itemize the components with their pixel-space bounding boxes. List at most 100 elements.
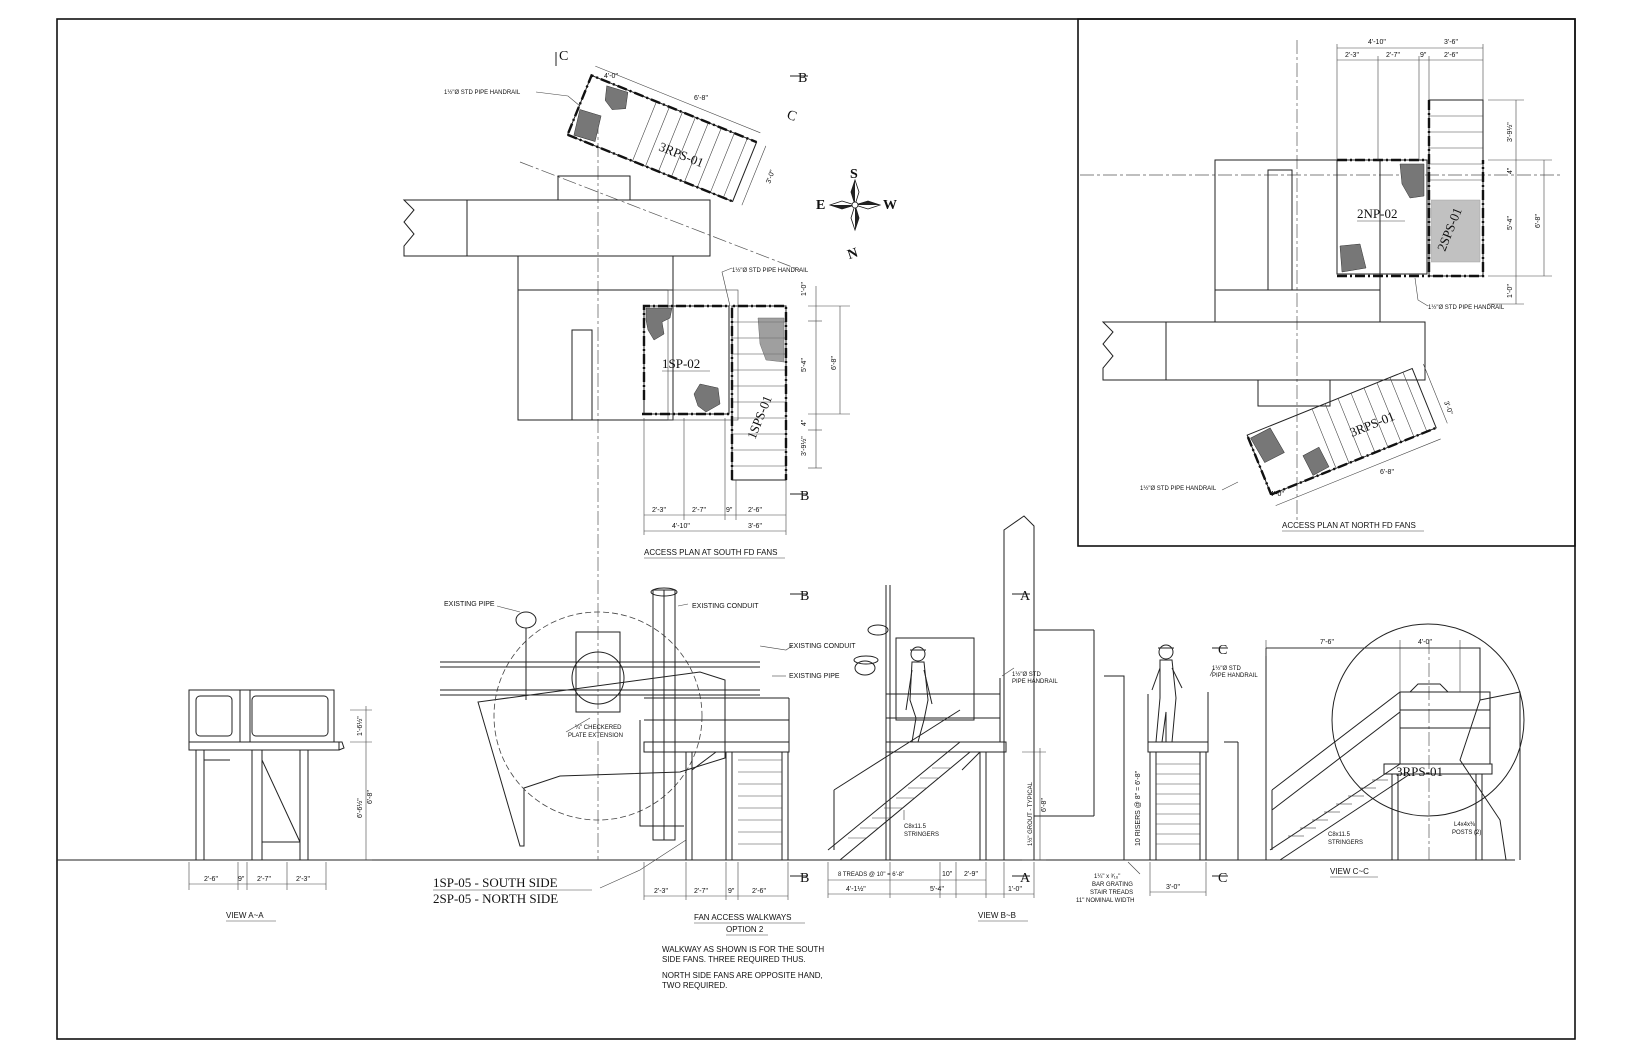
dim-4in-south: 4" xyxy=(801,419,808,426)
dim-4-0-cc: 4'-0" xyxy=(1418,639,1432,646)
dim-9in-fan: 9" xyxy=(728,888,735,895)
existing-conduit-callout-right: EXISTING CONDUIT xyxy=(789,643,856,650)
dim-6-8-north-b: 6'-8" xyxy=(1380,469,1394,476)
dim-4in-north: 4" xyxy=(1507,167,1514,174)
handrail-callout-cc-a: 1½"Ø STD xyxy=(1212,665,1241,672)
dim-3-6-south: 3'-6" xyxy=(748,523,762,530)
dim-2-3-fan: 2'-3" xyxy=(654,888,668,895)
section-mark-c-upper: C xyxy=(1218,643,1227,658)
dim-2-6-north: 2'-6" xyxy=(1444,52,1458,59)
section-mark-b-top: B xyxy=(798,71,807,86)
sp05-north-label: 2SP-05 - NORTH SIDE xyxy=(433,891,558,906)
dim-6-8v-aa: 6'-8" xyxy=(367,790,374,804)
handrail-callout-top: 1½"Ø STD PIPE HANDRAIL xyxy=(444,89,521,96)
compass-rose: S W E N xyxy=(816,167,897,263)
dim-2-7-aa: 2'-7" xyxy=(257,876,271,883)
view-bb: 1½"Ø STD PIPE HANDRAIL C8x11.5 STRINGERS… xyxy=(827,515,1095,922)
fan-access-title: FAN ACCESS WALKWAYS xyxy=(694,913,792,922)
note-line-1b: SIDE FANS. THREE REQUIRED THUS. xyxy=(662,955,806,964)
dim-2-6-south: 2'-6" xyxy=(748,507,762,514)
handrail-callout-north-top: 1½"Ø STD PIPE HANDRAIL xyxy=(1428,304,1505,311)
view-cc-label: VIEW C~C xyxy=(1330,867,1369,876)
fan-access-option: OPTION 2 xyxy=(726,925,764,934)
note-line-1a: WALKWAY AS SHOWN IS FOR THE SOUTH xyxy=(662,945,824,954)
section-mark-a-top: A xyxy=(1020,589,1031,604)
view-cc-stair-side: 1½"Ø STD PIPE HANDRAIL 10 RISERS @ 8" = … xyxy=(1076,643,1258,904)
checkered-plate-callout-b: PLATE EXTENSION xyxy=(568,733,623,739)
dim-5-4-north: 5'-4" xyxy=(1507,216,1514,230)
handrail-callout-south: 1½"Ø STD PIPE HANDRAIL xyxy=(732,267,809,274)
posts-callout-b: POSTS (2) xyxy=(1452,830,1481,836)
dim-3-6-north: 3'-6" xyxy=(1444,39,1458,46)
title-north-plan: ACCESS PLAN AT NORTH FD FANS xyxy=(1282,521,1416,530)
handrail-callout-cc-b: PIPE HANDRAIL xyxy=(1212,673,1258,679)
dim-2-3-south: 2'-3" xyxy=(652,507,666,514)
view-aa: 2'-6" 9" 2'-7" 2'-3" 1'-6½" 6'-6½" 6'-8"… xyxy=(188,689,374,922)
platform-label-2np02: 2NP-02 xyxy=(1357,206,1397,221)
platform-label-3rps01-elev: 3RPS-01 xyxy=(1396,764,1443,779)
grating-callout-a: 1¼" x ³⁄₁₆" xyxy=(1094,874,1120,880)
dim-10in-bb: 10" xyxy=(942,871,953,878)
grating-callout-b: BAR GRATING xyxy=(1092,882,1133,888)
dim-7-6-cc: 7'-6" xyxy=(1320,639,1334,646)
dim-2-7-south: 2'-7" xyxy=(692,507,706,514)
dim-2-3-north: 2'-3" xyxy=(1345,52,1359,59)
dim-3-0-cc: 3'-0" xyxy=(1166,884,1180,891)
dim-2-6-fan: 2'-6" xyxy=(752,888,766,895)
dim-3-9h-south: 3'-9½" xyxy=(800,436,808,456)
platform-label-1sp02: 1SP-02 xyxy=(662,356,700,371)
stringers-callout-bb-b: STRINGERS xyxy=(904,832,939,838)
dim-6-8-north: 6'-8" xyxy=(1535,214,1542,228)
dim-9in-aa: 9" xyxy=(238,876,245,883)
section-mark-b-bottom: B xyxy=(800,489,809,504)
stringers-callout-cc-b: STRINGERS xyxy=(1328,840,1363,846)
grating-callout-c: STAIR TREADS xyxy=(1090,890,1133,896)
handrail-callout-north-bottom: 1½"Ø STD PIPE HANDRAIL xyxy=(1140,485,1217,492)
compass-s: S xyxy=(850,167,858,182)
grout-callout: 1½" GROUT - TYPICAL xyxy=(1027,781,1034,846)
stringers-callout-cc-a: C8x11.5 xyxy=(1328,832,1351,838)
dim-3-0-north: 3'-0" xyxy=(1442,400,1454,416)
north-access-plan: 2NP-02 2SPS-01 1½"Ø STD PIPE HANDRAIL 4'… xyxy=(1101,39,1552,532)
section-mark-b-low: B xyxy=(800,871,809,886)
stringers-callout-bb-a: C8x11.5 xyxy=(904,824,927,830)
dim-4-0-top: 4'-0" xyxy=(604,73,618,80)
dim-6-8-south: 6'-8" xyxy=(831,356,838,370)
dim-9in-south: 9" xyxy=(726,507,733,514)
dim-6-6h-aa: 6'-6½" xyxy=(356,798,364,818)
treads-callout: 8 TREADS @ 10" = 6'-8" xyxy=(838,872,904,878)
south-access-plan: 1SP-02 1SPS-01 1½"Ø STD PIPE HANDRAIL xyxy=(402,71,850,559)
compass-w: W xyxy=(883,198,897,213)
dim-5-4-bb: 5'-4" xyxy=(930,886,944,893)
view-bb-label: VIEW B~B xyxy=(978,911,1016,920)
handrail-callout-bb-a: 1½"Ø STD xyxy=(1012,671,1041,678)
view-aa-label: VIEW A~A xyxy=(226,911,264,920)
dim-1-0-north: 1'-0" xyxy=(1507,284,1514,298)
dim-2-7-fan: 2'-7" xyxy=(694,888,708,895)
section-mark-c-lower: C xyxy=(1218,871,1227,886)
centerlines xyxy=(519,40,1560,860)
section-mark-b-mid: B xyxy=(800,589,809,604)
checkered-plate-callout-a: ¼" CHECKERED xyxy=(575,725,622,731)
fan-access-elevation: EXISTING PIPE EXISTING CONDUIT EXISTING … xyxy=(433,587,889,990)
platform-label-3rps01-top: 3RPS-01 xyxy=(657,139,706,171)
sp05-south-label: 1SP-05 - SOUTH SIDE xyxy=(433,875,558,890)
grating-callout-d: 11" NOMINAL WIDTH xyxy=(1076,898,1134,904)
risers-callout: 10 RISERS @ 8" = 6'-8" xyxy=(1135,770,1142,846)
dim-5-4-south: 5'-4" xyxy=(801,358,808,372)
compass-n: N xyxy=(846,246,860,263)
dim-1-0-south: 1'-0" xyxy=(801,282,808,296)
dim-3-9h-north: 3'-9½" xyxy=(1506,122,1514,142)
dim-9in-north: 9" xyxy=(1420,52,1427,59)
platform-label-3rps01-north: 3RPS-01 xyxy=(1348,408,1397,440)
posts-callout-a: L4x4x⅜ xyxy=(1454,822,1476,828)
view-cc: 3RPS-01 C8x11.5 STRINGERS L4x4x⅜ POSTS (… xyxy=(1265,623,1525,878)
north-inset-border xyxy=(1077,18,1576,547)
compass-e: E xyxy=(816,198,825,213)
dim-4-1h-bb: 4'-1½" xyxy=(846,885,866,893)
dim-2-3-aa: 2'-3" xyxy=(296,876,310,883)
dim-4-10-north: 4'-10" xyxy=(1368,39,1386,46)
existing-conduit-callout-center: EXISTING CONDUIT xyxy=(692,603,759,610)
dim-3-0-top: 3'-0" xyxy=(765,169,777,185)
